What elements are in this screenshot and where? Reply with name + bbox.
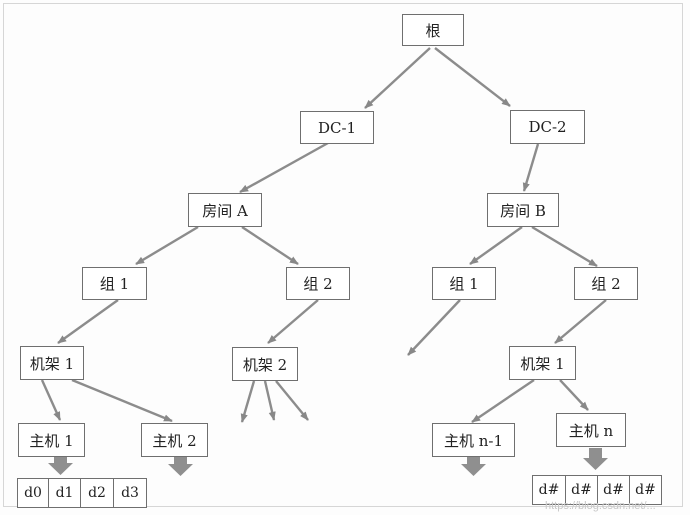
- edge-rack2a-down1: [240, 380, 256, 423]
- disk-cell: d#: [565, 475, 598, 505]
- node-rack1-b: 机架 1: [509, 346, 576, 380]
- node-rack1-a: 机架 1: [20, 346, 84, 380]
- node-group2-a: 组 2: [286, 267, 350, 300]
- edge-rack2a-down3: [275, 380, 309, 421]
- node-root: 根: [402, 14, 464, 46]
- node-host-n-1: 主机 n-1: [432, 423, 515, 457]
- disk-arrow-host2: [168, 454, 193, 476]
- edge-rack1a-host1: [40, 379, 62, 421]
- edge-rooma-group2: [241, 225, 299, 266]
- edge-rack2a-down2: [263, 380, 276, 421]
- disk-cell: d#: [629, 475, 662, 505]
- node-room-a: 房间 A: [188, 193, 262, 227]
- disk-cell: d#: [532, 475, 566, 505]
- disk-arrow-hostn: [583, 448, 608, 470]
- node-host1: 主机 1: [18, 423, 85, 457]
- node-group1-a: 组 1: [82, 267, 147, 300]
- node-rack2-a: 机架 2: [232, 347, 298, 381]
- node-host2: 主机 2: [141, 423, 208, 457]
- edge-group2a-rack2: [267, 299, 319, 344]
- edge-group2b-rack1: [554, 299, 607, 344]
- node-room-b: 房间 B: [487, 193, 559, 227]
- disk-cell: d3: [113, 478, 147, 508]
- edge-group1b-down: [407, 299, 461, 356]
- edge-dc1-rooma: [239, 141, 329, 194]
- edge-roomb-group2: [531, 225, 598, 268]
- edge-group1a-rack1: [57, 299, 119, 344]
- watermark: https://blog.csdn.net/...: [545, 500, 656, 512]
- disk-cell: d2: [80, 478, 114, 508]
- edge-rack1a-host2: [71, 378, 173, 423]
- node-dc2: DC-2: [510, 110, 585, 144]
- node-group1-b: 组 1: [432, 267, 496, 300]
- edge-rack1b-hostn1: [471, 379, 535, 423]
- disk-cell: d1: [48, 478, 81, 508]
- node-host-n: 主机 n: [556, 413, 626, 447]
- disk-arrow-host1: [48, 453, 73, 475]
- edge-rooma-group1: [135, 225, 199, 266]
- diagram-frame: [3, 3, 683, 507]
- edge-dc2-roomb: [522, 143, 540, 192]
- disk-cell: d#: [597, 475, 630, 505]
- disk-cell: d0: [17, 478, 49, 508]
- node-dc1: DC-1: [300, 111, 374, 144]
- edge-root-dc1: [364, 47, 431, 109]
- edge-roomb-group1: [469, 226, 523, 265]
- disk-arrow-hostn1: [461, 454, 486, 476]
- edge-root-dc2: [434, 47, 511, 107]
- edge-rack1b-hostn: [559, 379, 589, 411]
- node-group2-b: 组 2: [574, 267, 638, 300]
